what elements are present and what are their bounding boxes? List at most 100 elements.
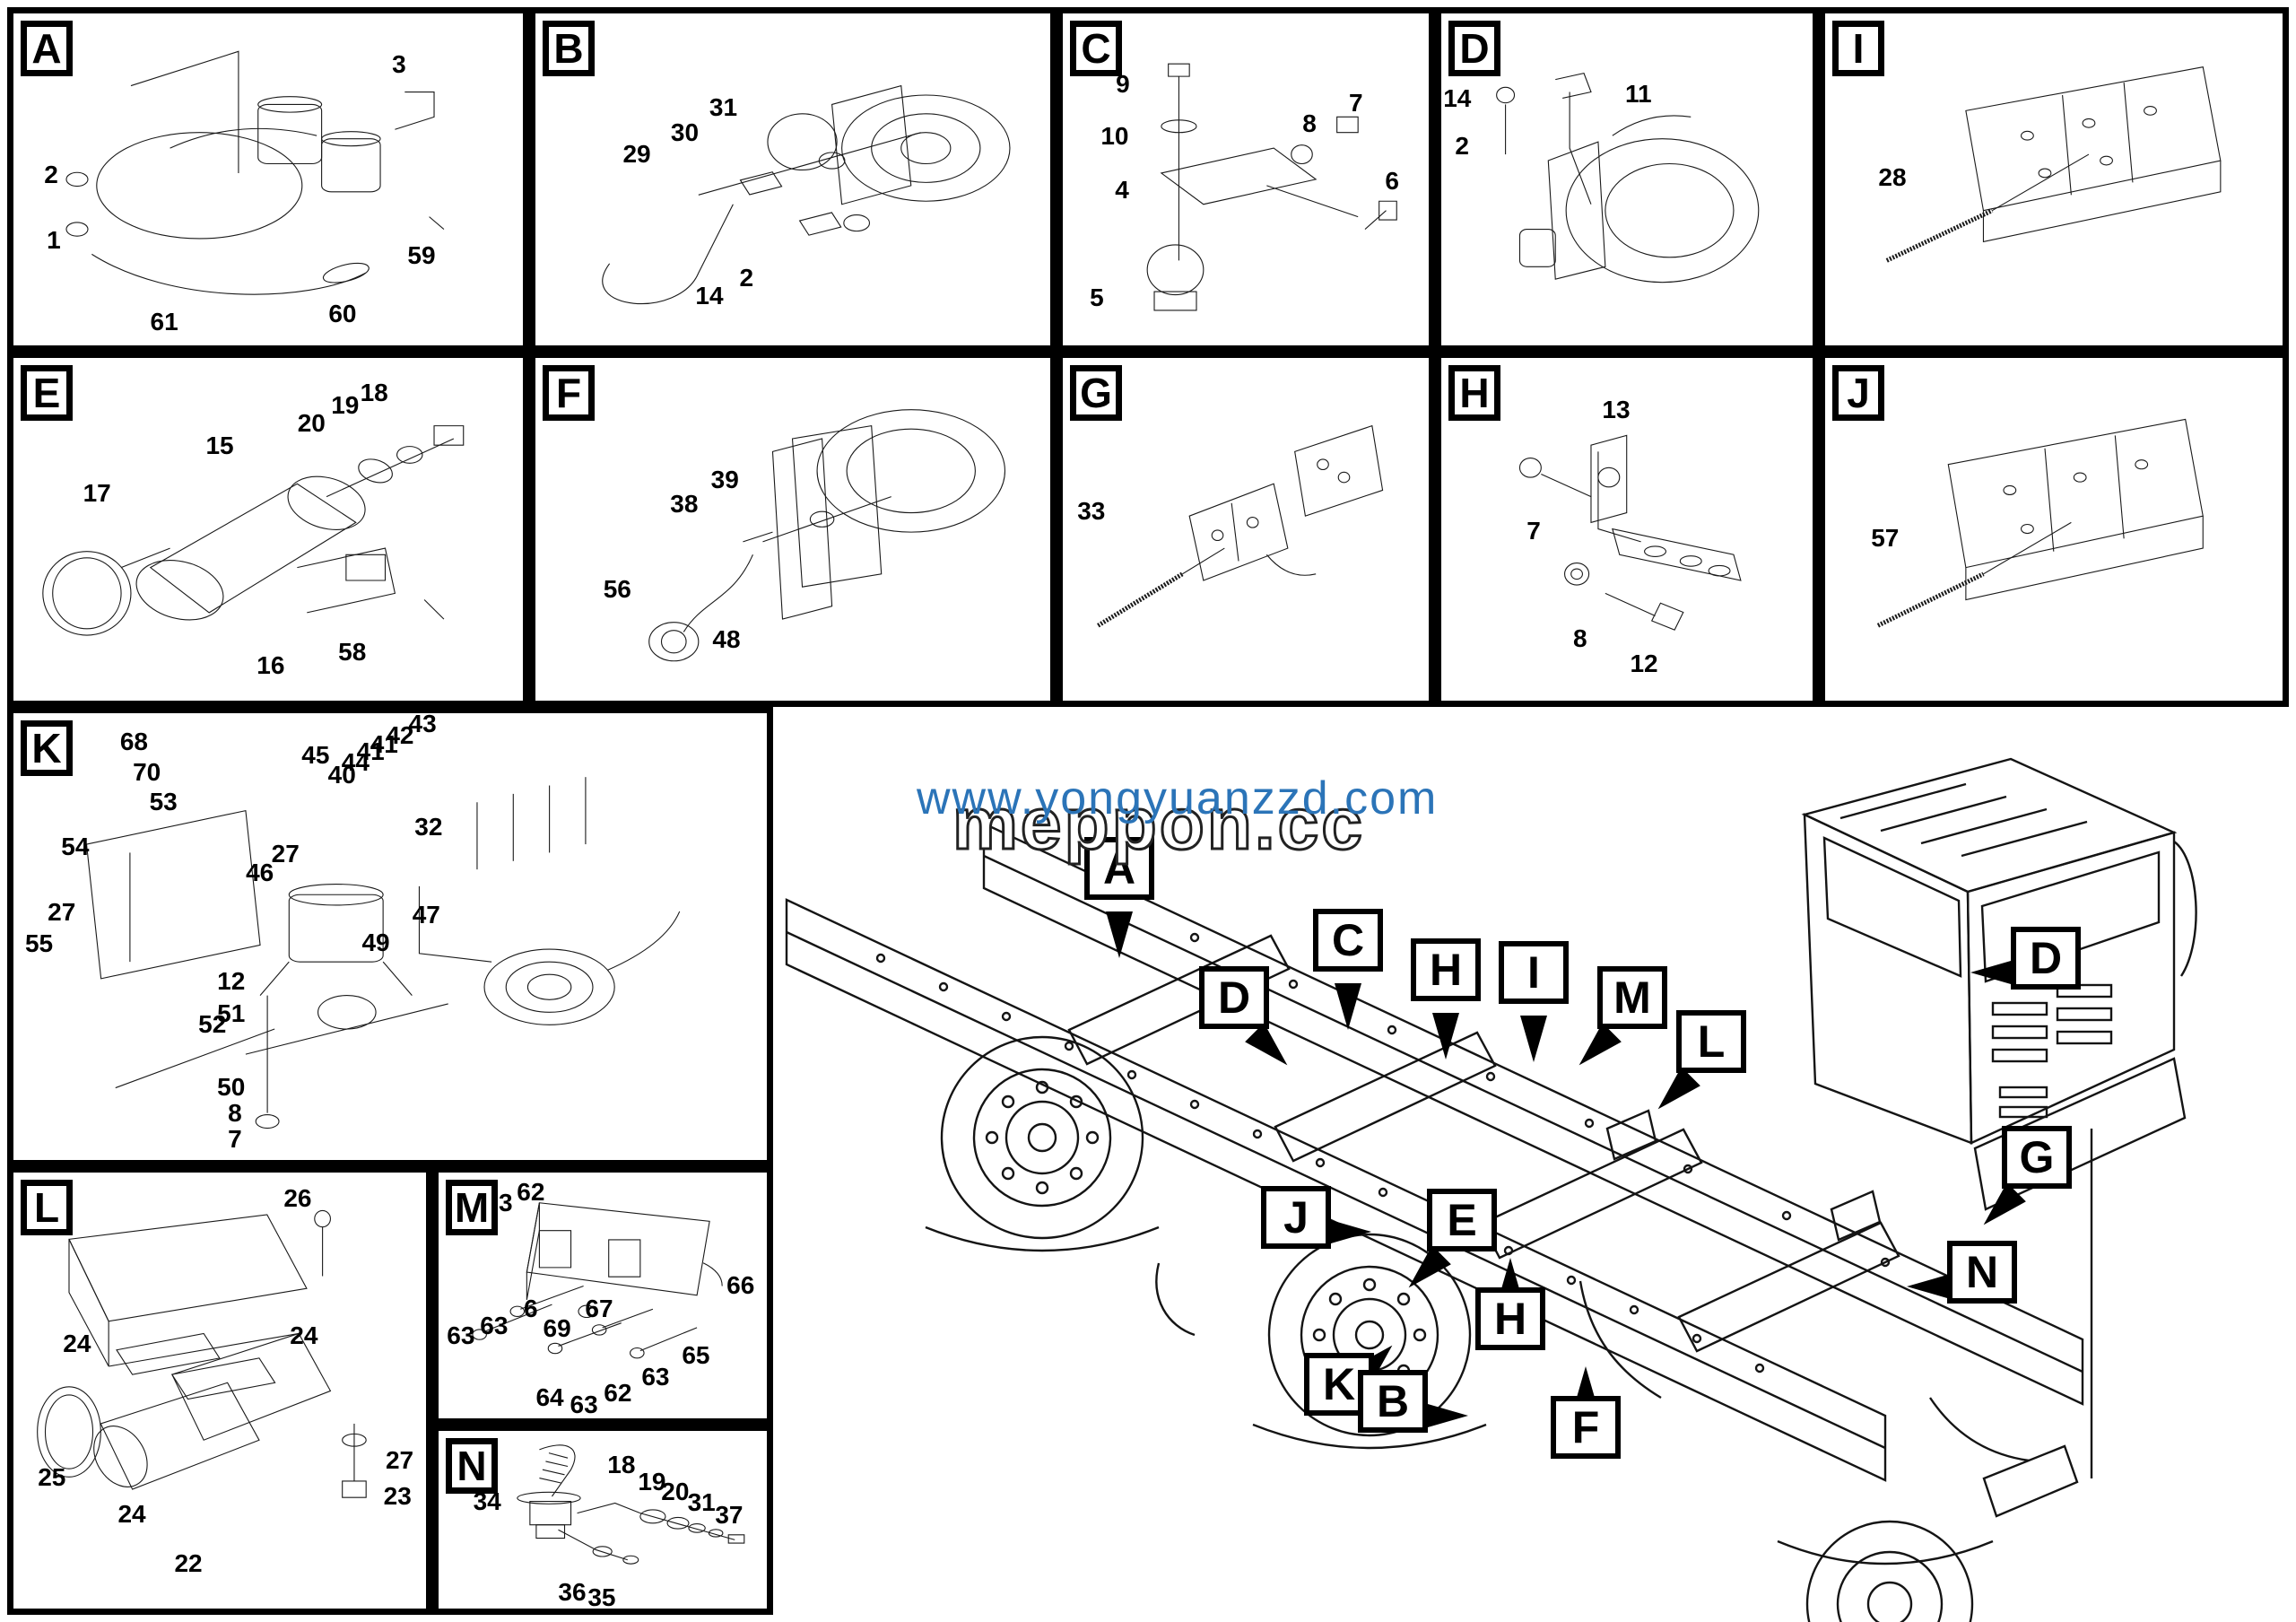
part-number-label: 28 xyxy=(1878,163,1907,192)
panel-letter-M: M xyxy=(446,1180,498,1235)
chassis-callout-L: L xyxy=(1676,1010,1746,1073)
part-number-label: 63 xyxy=(447,1321,475,1349)
part-number-label: 45 xyxy=(301,740,330,769)
part-number-label: 31 xyxy=(709,93,738,122)
panel-letter-C: C xyxy=(1070,21,1122,76)
panel-J: J 57 xyxy=(1819,352,2289,707)
part-number-label: 19 xyxy=(331,391,360,420)
part-number-label: 36 xyxy=(558,1578,587,1607)
panel-letter-E: E xyxy=(21,365,73,421)
part-number-label: 65 xyxy=(682,1341,710,1370)
part-number-label: 49 xyxy=(361,928,390,956)
part-number-label: 12 xyxy=(1630,650,1658,678)
part-number-label: 39 xyxy=(710,465,739,493)
panel-L-exploded-drawing xyxy=(22,1186,418,1596)
part-number-label: 41 xyxy=(370,729,398,758)
part-number-label: 6 xyxy=(524,1295,538,1323)
panel-B-exploded-drawing xyxy=(545,23,1039,336)
panel-C-exploded-drawing xyxy=(1070,23,1422,336)
part-number-label: 11 xyxy=(1625,79,1652,108)
part-number-label: 18 xyxy=(607,1451,636,1479)
part-number-label: 2 xyxy=(44,160,58,188)
part-number-label: 2 xyxy=(739,263,754,292)
panel-letter-N: N xyxy=(446,1438,498,1494)
part-number-label: 23 xyxy=(383,1482,412,1511)
panel-E-exploded-drawing xyxy=(23,368,512,690)
part-number-label: 32 xyxy=(414,812,443,841)
chassis-callout-B: B xyxy=(1358,1370,1428,1433)
panel-F-exploded-drawing xyxy=(545,368,1039,690)
part-number-label: 47 xyxy=(412,901,440,929)
panel-letter-F: F xyxy=(543,365,595,421)
chassis-callout-N: N xyxy=(1947,1241,2017,1304)
part-number-label: 4 xyxy=(1115,175,1129,204)
part-number-label: 59 xyxy=(407,241,436,270)
part-number-label: 57 xyxy=(1871,523,1900,552)
part-number-label: 5 xyxy=(1090,283,1104,312)
panel-M-exploded-drawing xyxy=(445,1180,760,1411)
panel-J-exploded-drawing xyxy=(1834,368,2274,690)
part-number-label: 29 xyxy=(622,139,651,168)
panel-letter-I: I xyxy=(1832,21,1884,76)
part-number-label: 53 xyxy=(149,788,178,816)
part-number-label: 51 xyxy=(217,999,246,1028)
part-number-label: 48 xyxy=(712,625,741,653)
panel-letter-B: B xyxy=(543,21,595,76)
part-number-label: 8 xyxy=(228,1099,242,1128)
part-number-label: 14 xyxy=(695,281,724,310)
part-number-label: 54 xyxy=(61,832,90,860)
part-number-label: 7 xyxy=(1526,516,1541,545)
panel-letter-G: G xyxy=(1070,365,1122,421)
part-number-label: 3 xyxy=(392,49,406,78)
panel-K-exploded-drawing xyxy=(29,727,752,1147)
part-number-label: 56 xyxy=(603,574,631,603)
part-number-label: 15 xyxy=(205,432,234,460)
part-number-label: 42 xyxy=(386,720,414,749)
part-number-label: 50 xyxy=(217,1072,246,1101)
panel-letter-K: K xyxy=(21,720,73,776)
chassis-callout-H: H xyxy=(1411,938,1481,1001)
watermark-url: www.yongyuanzzd.com xyxy=(917,772,1439,824)
part-number-label: 7 xyxy=(1349,88,1363,117)
chassis-callout-I: I xyxy=(1499,941,1569,1004)
part-number-label: 14 xyxy=(1443,84,1472,113)
part-number-label: 12 xyxy=(217,966,246,995)
chassis-callout-E: E xyxy=(1427,1189,1497,1251)
part-number-label: 8 xyxy=(1302,109,1317,137)
part-number-label: 10 xyxy=(1100,121,1129,150)
part-number-label: 31 xyxy=(687,1487,716,1516)
part-number-label: 37 xyxy=(715,1501,744,1530)
panel-H-exploded-drawing xyxy=(1448,368,1805,690)
panel-letter-J: J xyxy=(1832,365,1884,421)
part-number-label: 1 xyxy=(47,226,61,255)
part-number-label: 55 xyxy=(24,929,54,957)
chassis-callout-C: C xyxy=(1313,909,1383,972)
part-number-label: 67 xyxy=(585,1295,613,1323)
part-number-label: 68 xyxy=(119,727,148,755)
part-number-label: 26 xyxy=(283,1184,312,1213)
chassis-callout-J: J xyxy=(1261,1186,1331,1249)
part-number-label: 44 xyxy=(341,747,370,776)
part-number-label: 6 xyxy=(1385,166,1399,195)
part-number-label: 35 xyxy=(587,1583,616,1612)
part-number-label: 27 xyxy=(271,839,300,868)
part-number-label: 25 xyxy=(38,1463,66,1492)
panel-letter-L: L xyxy=(21,1180,73,1235)
part-number-label: 8 xyxy=(1573,624,1587,652)
panel-letter-D: D xyxy=(1448,21,1500,76)
chassis-callout-H: H xyxy=(1475,1287,1545,1350)
part-number-label: 27 xyxy=(48,898,76,927)
part-number-label: 58 xyxy=(338,638,367,667)
chassis-callout-F: F xyxy=(1551,1396,1621,1459)
chassis-overview-illustration xyxy=(785,757,2197,1622)
chassis-callout-M: M xyxy=(1597,966,1667,1029)
part-number-label: 9 xyxy=(1116,70,1130,99)
watermark-domain: meppon.cc xyxy=(952,782,1365,867)
part-number-label: 63 xyxy=(641,1362,670,1391)
